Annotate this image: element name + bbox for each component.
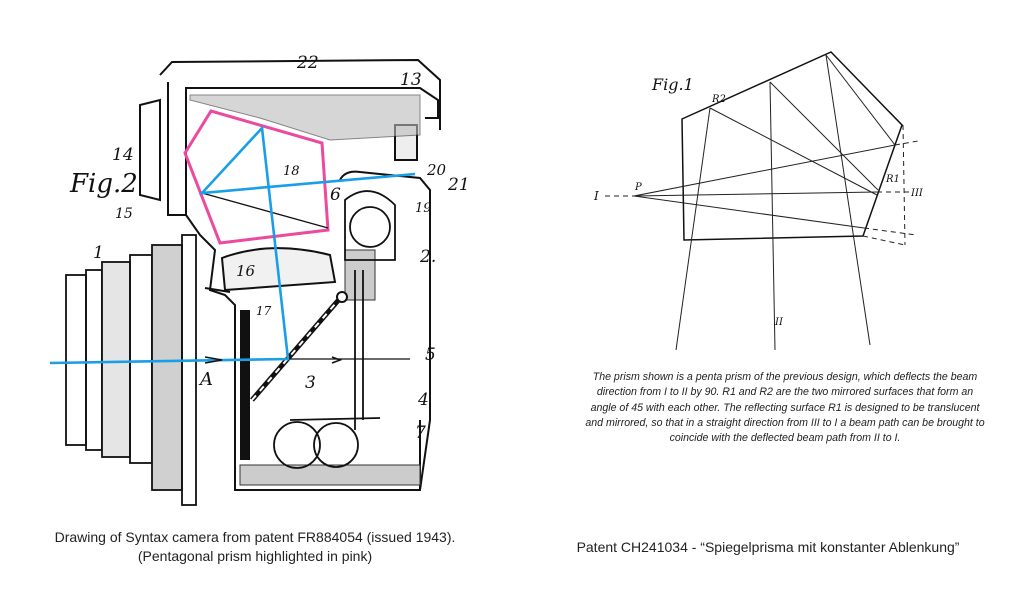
svg-text:6: 6 (330, 185, 341, 205)
svg-text:18: 18 (283, 164, 300, 179)
prism-labels: Fig.1 R2 R1 P I III II (593, 75, 924, 328)
lens (65, 234, 197, 506)
svg-text:13: 13 (400, 70, 422, 90)
left-caption: Drawing of Syntax camera from patent FR8… (54, 529, 456, 564)
svg-text:R1: R1 (885, 174, 900, 185)
svg-text:5: 5 (425, 345, 436, 365)
svg-text:17: 17 (256, 304, 272, 318)
svg-text:2.: 2. (419, 247, 436, 267)
film-rollers (273, 190, 396, 469)
penta-prism (681, 51, 903, 241)
svg-text:II: II (774, 317, 784, 328)
hatching (189, 94, 421, 486)
svg-text:P: P (634, 182, 642, 193)
part-labels: Fig.2 1 2. 3 4 5 6 7 13 14 15 16 17 18 1… (69, 53, 470, 443)
svg-text:21: 21 (447, 175, 470, 195)
svg-text:1: 1 (93, 243, 104, 263)
svg-text:7: 7 (415, 423, 426, 443)
svg-text:14: 14 (112, 145, 134, 165)
prism-description: The prism shown is a penta prism of the … (585, 371, 985, 445)
camera-body (139, 58, 441, 491)
svg-text:22: 22 (296, 53, 319, 73)
svg-text:Fig.1: Fig.1 (651, 75, 694, 94)
camera-patent-drawing: Fig.2 1 2. 3 4 5 6 7 13 14 15 16 17 18 1… (49, 53, 470, 506)
svg-text:I: I (593, 189, 599, 203)
prism-patent-drawing: Fig.1 R2 R1 P I III II (593, 51, 924, 351)
reflex-mirror (250, 294, 344, 402)
svg-text:19: 19 (415, 201, 432, 216)
svg-text:III: III (910, 188, 924, 199)
svg-text:R2: R2 (711, 94, 726, 105)
svg-text:3: 3 (305, 373, 316, 393)
mirror-pivot (336, 291, 348, 303)
svg-text:15: 15 (115, 206, 133, 222)
light-path (49, 125, 416, 365)
beam-lines (633, 54, 896, 351)
right-caption: Patent CH241034 - “Spiegelprisma mit kon… (576, 539, 960, 555)
svg-text:Fig.2: Fig.2 (69, 169, 138, 199)
svg-text:4: 4 (417, 390, 429, 410)
svg-text:16: 16 (236, 262, 256, 280)
shutter (240, 310, 250, 460)
dashed-lines (605, 124, 919, 246)
svg-text:20: 20 (426, 161, 447, 179)
svg-text:A: A (198, 369, 213, 390)
